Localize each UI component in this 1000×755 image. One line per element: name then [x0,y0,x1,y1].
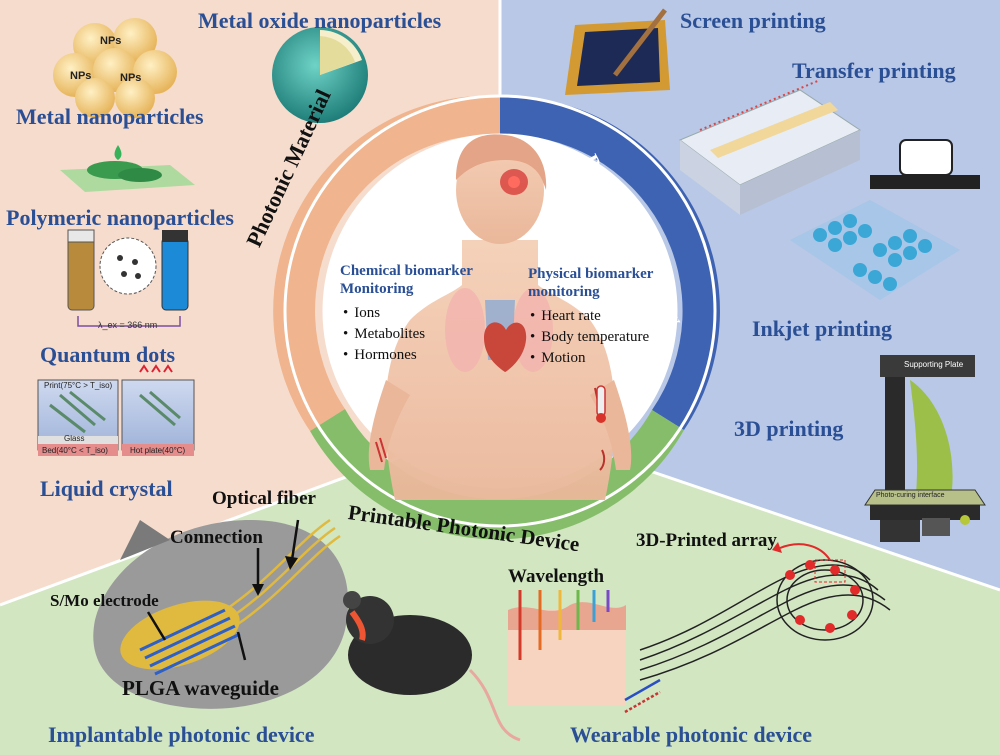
lc-hotplate-label: Hot plate(40°C) [130,446,186,455]
label-plga-waveguide: PLGA waveguide [122,676,279,700]
label-screen-printing: Screen printing [680,8,826,33]
polymeric-platform [60,145,195,192]
mouse-illustration [343,591,521,742]
implant-illustration [93,518,349,709]
wearable-array [624,542,891,714]
physical-biomarker-list: Heart rate Body temperature Motion [530,306,649,369]
np-label-1: NPs [100,35,122,47]
label-wearable-photonic-device: Wearable photonic device [570,722,812,747]
label-liquid-crystal: Liquid crystal [40,476,173,501]
3d-printer [864,355,986,542]
photo-curing-label: Photo-curing interface [876,492,945,499]
label-transfer-printing: Transfer printing [792,58,956,83]
human-body-illustration [368,134,632,500]
transfer-printing-stage [679,79,862,215]
chemical-biomarker-item: Metabolites [343,324,425,345]
chemical-biomarker-item: Ions [343,303,425,324]
label-implantable-photonic-device: Implantable photonic device [48,722,315,747]
chemical-biomarker-item: Hormones [343,345,425,366]
screen-printing-frame [565,8,670,95]
skin-cross-section [508,590,626,705]
physical-biomarker-title: Physical biomarker monitoring [528,266,654,300]
metal-oxide-sphere [272,27,368,123]
nanoparticle-cluster [53,18,177,118]
np-label-2: NPs [70,70,92,82]
physical-biomarker-item: Body temperature [530,327,649,348]
lc-print-label: Print(75°C > T_iso) [44,381,113,390]
qd-wavelength-label: λ_ex = 366 nm [98,320,158,330]
label-connection: Connection [170,527,263,548]
lc-glass-label: Glass [64,434,85,443]
label-3d-printing: 3D printing [734,416,844,441]
inkjet-printhead [870,139,980,189]
label-metal-oxide-nanoparticles: Metal oxide nanoparticles [198,8,442,33]
liquid-crystal-panels [37,364,195,456]
label-inkjet-printing: Inkjet printing [752,316,892,341]
quantum-dot-vials [67,229,189,327]
label-optical-fiber: Optical fiber [212,488,316,509]
physical-biomarker-item: Heart rate [530,306,649,327]
chemical-biomarker-title: Chemical biomarker Monitoring [340,263,473,297]
lc-bed-label: Bed(40°C < T_iso) [42,446,108,455]
label-3d-printed-array: 3D-Printed array [636,530,777,551]
label-metal-nanoparticles: Metal nanoparticles [16,104,204,129]
supporting-plate-label: Supporting Plate [904,360,964,369]
label-polymeric-nanoparticles: Polymeric nanoparticles [6,205,234,230]
inkjet-array [790,200,960,300]
np-label-3: NPs [120,72,142,84]
physical-biomarker-item: Motion [530,348,649,369]
label-quantum-dots: Quantum dots [40,342,176,367]
label-s-mo-electrode: S/Mo electrode [50,591,159,610]
label-wavelength: Wavelength [508,566,605,587]
chemical-biomarker-list: Ions Metabolites Hormones [343,303,425,366]
